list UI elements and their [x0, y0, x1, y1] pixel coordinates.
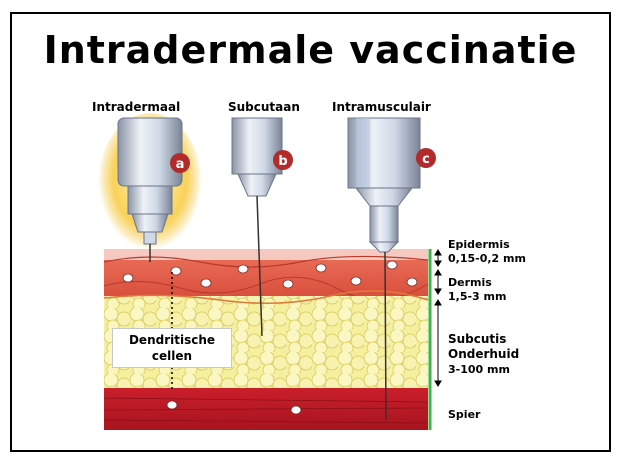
svg-text:c: c [422, 152, 430, 167]
needle-intradermal [98, 113, 202, 262]
depth-arrows [435, 250, 441, 386]
svg-text:b: b [278, 154, 287, 169]
layer-epidermis: Epidermis 0,15-0,2 mm [448, 238, 526, 266]
svg-text:a: a [176, 157, 185, 172]
layer-dermis: Dermis 1,5-3 mm [448, 276, 506, 304]
badge-c: c [416, 148, 436, 168]
badge-a: a [170, 153, 190, 173]
label-subcutaan: Subcutaan [228, 100, 300, 114]
layer-subcutis: Subcutis Onderhuid 3-100 mm [448, 332, 519, 377]
badge-b: b [273, 150, 293, 170]
layer-spier: Spier [448, 408, 480, 422]
label-intradermaal: Intradermaal [92, 100, 180, 114]
label-intramusculair: Intramusculair [332, 100, 431, 114]
dendritic-cells-callout: Dendritische cellen [112, 328, 232, 368]
